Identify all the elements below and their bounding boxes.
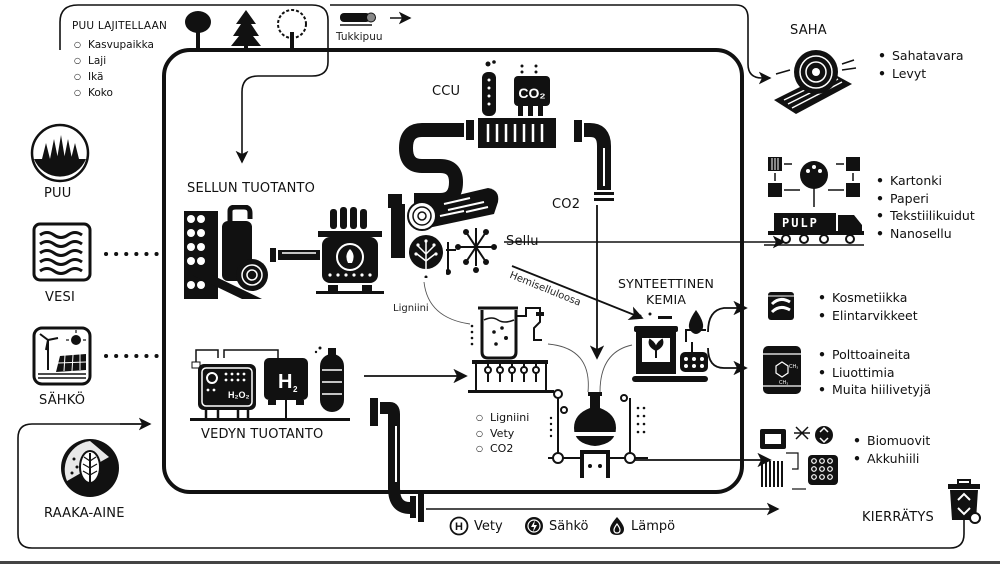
svg-text:CH₃: CH₃ [779,380,788,386]
electricity-source-icon [32,326,92,386]
legend-electricity: Sähkö [524,516,588,536]
material-product: Biomuovit [853,432,930,450]
saha-title: SAHA [790,23,827,38]
sorting-frame [59,4,329,164]
vesi-label: VESI [45,290,75,305]
pulp-product: Tekstiilikuidut [876,207,975,225]
sorting-item: Koko [74,85,154,101]
hydrogen-plant-icon: H₂O₂ H 2 [188,344,358,424]
ccu-title: CCU [432,84,461,99]
sorting-item: Kasvupaikka [74,37,154,53]
saha-product: Sahatavara [878,47,964,65]
co2-label: CO2 [552,197,581,212]
lignin-label: Ligniini [393,303,429,314]
fuel-product: Liuottimia [818,364,931,382]
fuel-barrel-icon: CH₃ CH₃ [761,344,803,396]
cosmetics-product: Kosmetiikka [818,289,918,307]
digester-icon [314,205,386,295]
log-icon [338,11,382,27]
cosmetics-product: Elintarvikkeet [818,307,918,325]
heat-icon [610,517,624,535]
legend-label: Sähkö [549,518,589,534]
cosmetics-jar-icon [766,290,796,322]
pulp-products: Kartonki Paperi Tekstiilikuidut Nanosell… [876,172,975,242]
svg-text:H₂O₂: H₂O₂ [228,390,250,400]
reactor-inputs-list: Ligniini Vety CO2 [476,410,529,457]
legend-hydrogen: H Vety [449,516,503,536]
spruce-tree-icon [231,10,261,50]
svg-text:CH₃: CH₃ [789,364,798,370]
process-frame [162,48,744,494]
synthetic-chemistry-title-1: SYNTEETTINEN [618,276,715,291]
wood-icon [30,123,90,183]
pine-tree-icon [185,11,211,50]
reactor-input-item: Ligniini [476,410,529,426]
material-product: Akkuhiili [853,450,930,468]
pulp-mill-icon [182,204,272,300]
bottom-divider [0,561,1000,564]
tree-species-icons [180,8,330,50]
material-products: Biomuovit Akkuhiili [853,432,930,467]
water-icon [32,222,92,282]
sorting-list: Kasvupaikka Laji Ikä Koko [74,37,154,101]
exhaust-pipe [368,396,428,524]
flask-reactor-icon [548,388,648,480]
legend-label: Lämpö [631,518,676,534]
raw-material-icon [59,437,121,499]
lignin-reactor-icon [468,302,558,394]
ccu-unit-icon: CO₂ [478,60,558,150]
reactor-input-item: Vety [476,426,529,442]
materials-icon [756,423,840,493]
sorting-item: Ikä [74,69,154,85]
hemicellulose-line [511,265,644,321]
reactor-input-item: CO2 [476,441,529,457]
pulp-product: Paperi [876,190,975,208]
sorting-title: PUU LAJITELLAAN [72,20,168,32]
puu-label: PUU [44,186,72,201]
lignin-curve [423,281,471,325]
h2-text: H [278,371,292,393]
birch-tree-icon [277,9,307,50]
fiber-network-icon [442,226,502,278]
pulp-pipe [270,246,320,264]
legend-label: Vety [474,518,503,534]
log-to-saw-line [330,4,772,85]
sahko-label: SÄHKÖ [39,393,86,408]
fuel-product: Muita hiilivetyjä [818,381,931,399]
raaka-aine-label: RAAKA-AINE [44,506,125,521]
saha-product: Levyt [878,65,964,83]
svg-text:2: 2 [293,385,298,394]
cosmetics-products: Kosmetiikka Elintarvikkeet [818,289,918,324]
sorting-item: Laji [74,53,154,69]
legend-heat: Lämpö [608,516,675,536]
pulp-products-icon: PULP [764,155,872,247]
wood-log-icon [404,186,500,232]
synthetic-chemistry-icon [630,306,716,392]
electricity-icon [525,517,543,535]
ccu-pipe [378,118,618,268]
fuel-product: Polttoaineita [818,346,931,364]
pulp-product: Nanosellu [876,225,975,243]
sellu-label: Sellu [506,234,539,249]
raw-material-loop [17,423,965,549]
co2-tank-text: CO₂ [518,85,545,101]
saha-products: Sahatavara Levyt [878,47,964,82]
synthetic-chemistry-title-2: KEMIA [646,292,687,307]
pulp-product: Kartonki [876,172,975,190]
recycling-label: KIERRÄTYS [862,510,934,525]
pulp-production-title: SELLUN TUOTANTO [187,181,316,196]
sawmill-icon [770,44,860,116]
recycling-bin-icon [946,478,982,524]
pulp-truck-text: PULP [782,216,819,230]
svg-text:H: H [455,521,463,533]
log-label: Tukkipuu [336,31,383,43]
hydrogen-production-title: VEDYN TUOTANTO [201,427,324,442]
hydrogen-icon: H [449,516,469,536]
cellulose-tree-icon [408,232,448,279]
fuel-products: Polttoaineita Liuottimia Muita hiilivety… [818,346,931,399]
